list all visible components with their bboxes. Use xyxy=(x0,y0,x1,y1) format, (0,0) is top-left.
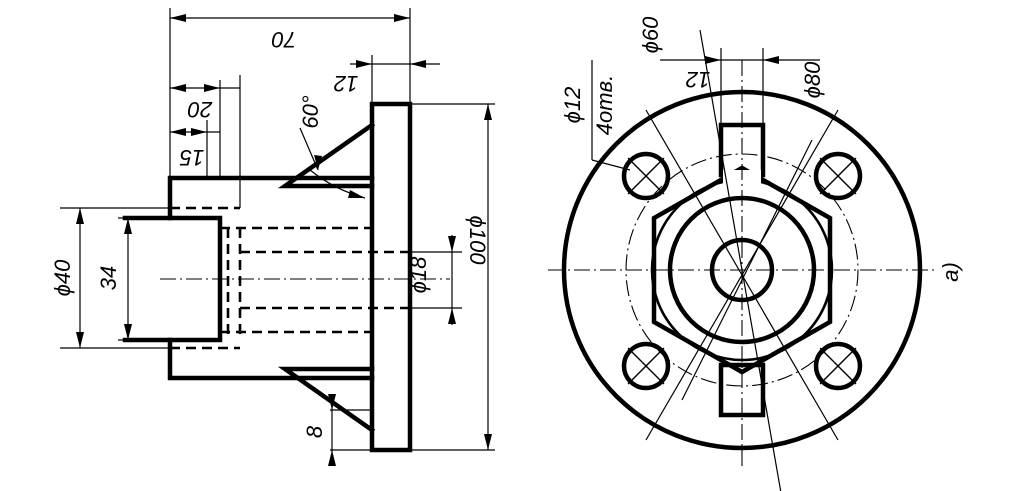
dim-phi40: ϕ40 xyxy=(50,259,75,296)
boss-outline xyxy=(122,215,173,343)
dim-phi18: ϕ18 xyxy=(406,256,431,293)
top-rib xyxy=(277,121,376,189)
dim-phi60: ϕ60 xyxy=(638,16,663,53)
front-view: 12 ϕ60 ϕ80 ϕ12 4отв. а) xyxy=(548,16,963,491)
dim-70: 70 xyxy=(271,27,296,52)
bolt-hole-tr xyxy=(813,151,863,201)
dim-15: 15 xyxy=(179,145,204,170)
dim-12-key: 12 xyxy=(686,67,710,92)
hub-outline xyxy=(167,175,375,381)
bolt-hole-tl xyxy=(621,151,671,201)
side-view: 70 12 20 15 60° ϕ100 xyxy=(50,8,495,466)
dim-phi100: ϕ100 xyxy=(465,216,490,266)
dim-20: 20 xyxy=(187,97,213,122)
dim-phi80: ϕ80 xyxy=(800,61,825,98)
dim-34: 34 xyxy=(96,266,121,290)
dim-4-holes: 4отв. xyxy=(592,75,617,135)
dim-60-angle: 60° xyxy=(298,95,323,128)
flange-outline xyxy=(369,101,413,453)
bolt-hole-br xyxy=(813,341,863,391)
dim-8: 8 xyxy=(302,425,327,438)
bolt-hole-bl xyxy=(621,341,671,391)
view-label: а) xyxy=(938,262,963,282)
dim-phi12: ϕ12 xyxy=(560,87,585,124)
dim-12-flange: 12 xyxy=(334,71,358,96)
